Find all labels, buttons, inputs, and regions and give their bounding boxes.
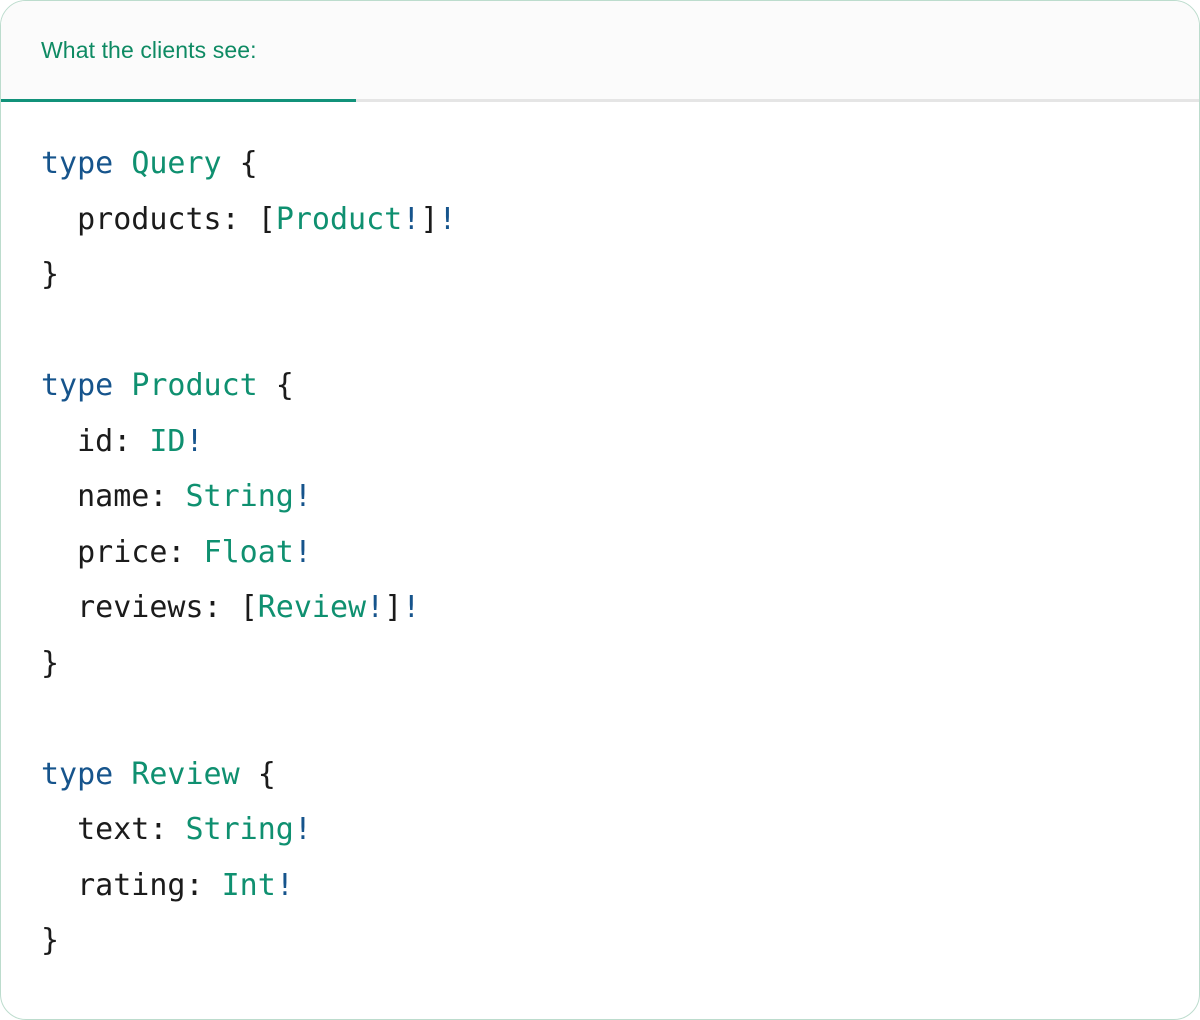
code-token-punct: ] [420,201,439,237]
code-line: type Query { [41,136,1199,192]
code-token-type: Query [131,146,222,181]
code-line: name: String! [41,469,1199,525]
code-token-punct: } [41,645,60,681]
code-token-type: String [185,479,294,514]
code-token-punct: { [257,368,294,403]
code-token-punct [113,368,131,403]
code-line: type Product { [41,358,1199,414]
code-token-bang: ! [275,867,294,903]
tab-what-the-clients-see[interactable]: What the clients see: [1,1,356,102]
code-token-bang: ! [402,201,421,237]
code-token-bang: ! [438,201,457,237]
code-line [41,691,1199,747]
code-token-bang: ! [366,590,385,625]
code-line: } [41,247,1199,303]
code-token-punct: } [41,923,60,958]
code-token-type: ID [149,423,186,459]
code-line: } [41,913,1199,969]
code-token-field: text: [41,812,186,847]
code-token-field: rating: [41,867,222,903]
tab-strip: What the clients see: [1,1,1199,102]
code-token-type: String [185,812,294,847]
tab-label: What the clients see: [41,36,257,63]
code-token-bang: ! [185,423,204,459]
code-token-field: products: [41,201,258,237]
code-line: id: ID! [41,414,1199,470]
code-panel: type Query { products: [Product!]!} type… [1,102,1199,969]
code-token-kw: type [41,368,114,403]
code-token-kw: type [41,146,114,181]
code-token-type: Float [203,534,294,570]
code-token-bang: ! [402,590,421,625]
code-token-punct: [ [239,590,258,625]
code-token-type: Review [257,590,367,625]
code-line: rating: Int! [41,858,1199,914]
code-line: reviews: [Review!]! [41,580,1199,636]
code-token-bang: ! [293,812,312,847]
code-token-field: id: [41,423,150,459]
code-token-bang: ! [293,479,312,514]
code-line: type Review { [41,747,1199,803]
code-token-field: name: [41,479,186,514]
code-line: } [41,636,1199,692]
code-line: text: String! [41,802,1199,858]
code-token-type: Product [131,368,258,403]
code-token-bang: ! [293,534,312,570]
code-token-type: Int [221,867,276,903]
code-token-type: Review [131,756,240,792]
code-token-punct: { [239,756,276,792]
code-token-field: reviews: [41,590,240,625]
code-token-punct: ] [384,590,403,625]
code-token-punct [113,757,131,792]
code-token-punct: } [41,257,60,292]
code-token-field: price: [41,534,204,570]
code-token-punct: [ [257,201,276,237]
code-line [41,303,1199,359]
graphql-schema-code[interactable]: type Query { products: [Product!]!} type… [41,136,1199,969]
code-token-punct: { [221,146,258,181]
code-token-punct [113,146,131,181]
code-line: price: Float! [41,525,1199,581]
code-token-type: Product [275,201,403,237]
code-token-kw: type [41,756,114,792]
code-line: products: [Product!]! [41,192,1199,248]
